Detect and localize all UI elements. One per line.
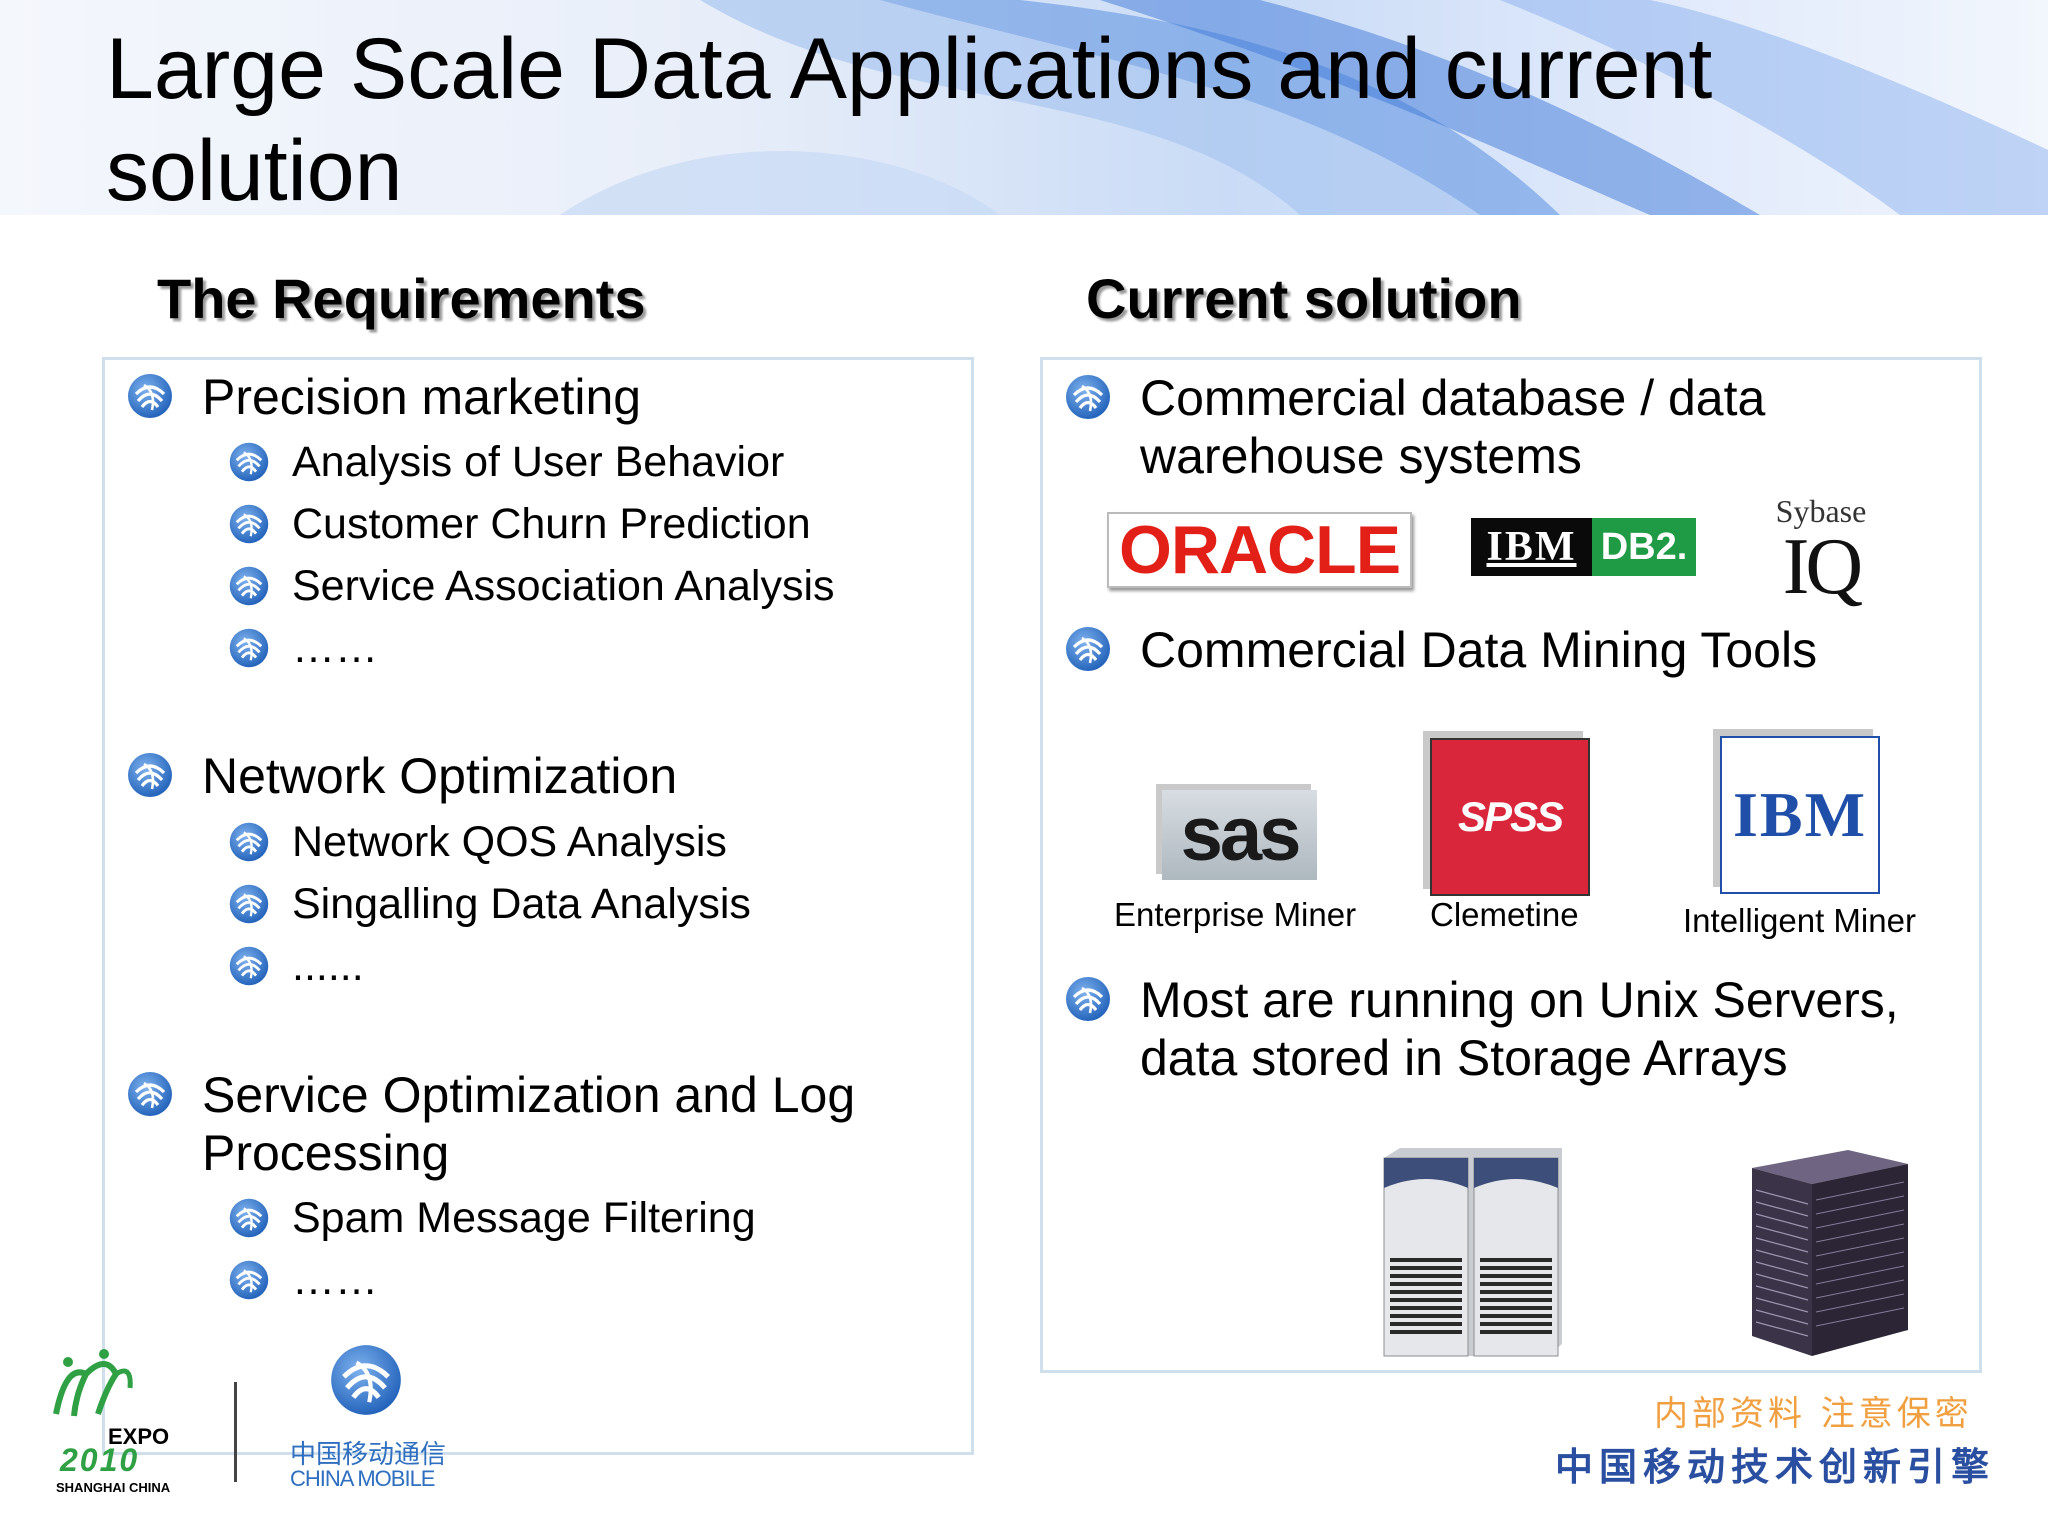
requirement-item: …… [228, 623, 378, 673]
requirement-item: Spam Message Filtering [228, 1193, 756, 1243]
requirement-item: Singalling Data Analysis [228, 879, 751, 929]
solution-point-commercial-database: Commercial database / data warehouse sys… [1064, 369, 1765, 485]
requirement-group-label-line: Processing [202, 1125, 450, 1181]
requirement-item-label: Spam Message Filtering [292, 1194, 756, 1242]
sybase-iq-logo: Sybase IQ [1766, 493, 1876, 611]
iq-logo-text: IQ [1782, 523, 1863, 611]
requirement-group-precision-marketing: Precision marketing [126, 368, 641, 426]
china-mobile-bullet-icon [126, 751, 174, 799]
china-mobile-bullet-icon [228, 821, 270, 863]
sybase-logo-text: Sybase [1775, 493, 1867, 529]
requirement-item-label: Service Association Analysis [292, 562, 835, 610]
ibm-logo-text: IBM [1733, 779, 1867, 850]
requirement-item: …… [228, 1255, 378, 1305]
requirement-group-network-optimization: Network Optimization [126, 747, 677, 805]
slide-title: Large Scale Data Applications and curren… [106, 21, 1713, 219]
oracle-logo-text: ORACLE [1118, 512, 1401, 588]
requirement-item: Service Association Analysis [228, 561, 835, 611]
requirement-item-label: Singalling Data Analysis [292, 880, 751, 928]
requirement-group-label-line: Service Optimization and Log [202, 1067, 856, 1123]
spss-logo: SPSS [1430, 738, 1590, 896]
china-mobile-english-name: CHINA MOBILE [290, 1466, 435, 1491]
footer-slogan: 中国移动技术创新引擎 [1555, 1445, 1996, 1489]
china-mobile-bullet-icon [1064, 625, 1112, 673]
requirement-group-label: Network Optimization [202, 748, 678, 804]
sas-logo-text: sas [1180, 792, 1302, 877]
requirement-item-label: Customer Churn Prediction [292, 500, 811, 548]
requirement-item-label: …… [292, 1256, 378, 1304]
ibm-logo-text: IBM [1486, 524, 1577, 570]
requirement-item-label: Network QOS Analysis [292, 818, 727, 866]
expo-city: SHANGHAI CHINA [56, 1480, 171, 1495]
sas-logo: sas [1162, 790, 1317, 880]
unix-server-image [1383, 1148, 1562, 1357]
china-mobile-bullet-icon [1064, 975, 1112, 1023]
oracle-logo: ORACLE [1107, 512, 1412, 588]
china-mobile-chinese-name: 中国移动通信 [290, 1440, 447, 1470]
china-mobile-bullet-icon [228, 565, 270, 607]
ibm-db2-logo: IBM DB2. [1471, 518, 1696, 576]
china-mobile-logo: 中国移动通信 CHINA MOBILE [284, 1342, 464, 1492]
china-mobile-bullet-icon [228, 1259, 270, 1301]
solution-point-label: Most are running on Unix Servers, data s… [1140, 971, 1899, 1087]
solution-point-label: Commercial database / data warehouse sys… [1140, 369, 1765, 485]
china-mobile-bullet-icon [126, 1070, 174, 1118]
china-mobile-logo-icon [328, 1342, 404, 1418]
requirement-item: Network QOS Analysis [228, 817, 727, 867]
solution-point-label: Commercial Data Mining Tools [1140, 622, 1818, 678]
db2-logo-text: DB2. [1600, 525, 1688, 568]
expo-mascot-icon [53, 1349, 133, 1417]
solution-point-label-line: Most are running on Unix Servers, [1140, 972, 1899, 1028]
requirement-item-label: Analysis of User Behavior [292, 438, 785, 486]
solution-point-unix-servers: Most are running on Unix Servers, data s… [1064, 971, 1899, 1087]
china-mobile-bullet-icon [228, 945, 270, 987]
solution-point-label-line: Commercial database / data [1140, 370, 1766, 426]
china-mobile-bullet-icon [1064, 373, 1112, 421]
requirement-group-label: Service Optimization and Log Processing [202, 1066, 855, 1182]
spss-logo-text: SPSS [1457, 793, 1564, 840]
china-mobile-bullet-icon [228, 627, 270, 669]
requirement-item: Analysis of User Behavior [228, 437, 784, 487]
confidential-stamp: 内部资料 注意保密 [1654, 1394, 1973, 1434]
ibm-intelligent-miner-logo: IBM [1720, 736, 1880, 894]
requirement-item-label: ...... [292, 942, 364, 990]
china-mobile-bullet-icon [228, 441, 270, 483]
solution-point-label-line: warehouse systems [1140, 428, 1582, 484]
expo-year: 2010 [60, 1442, 140, 1478]
china-mobile-bullet-icon [228, 503, 270, 545]
requirement-group-service-optimization: Service Optimization and Log Processing [126, 1066, 855, 1182]
tool-caption: Enterprise Miner [1114, 896, 1357, 933]
requirement-item: ...... [228, 941, 364, 991]
requirement-item-label: …… [292, 624, 378, 672]
china-mobile-bullet-icon [126, 372, 174, 420]
footer-divider [234, 1382, 237, 1482]
requirements-heading: The Requirements [157, 267, 646, 330]
storage-array-image [1752, 1150, 1908, 1356]
current-solution-heading: Current solution [1086, 267, 1522, 330]
china-mobile-bullet-icon [228, 883, 270, 925]
header-background [0, 0, 2048, 215]
tool-caption: Clemetine [1430, 896, 1579, 933]
requirement-group-label: Precision marketing [202, 369, 642, 425]
requirement-item: Customer Churn Prediction [228, 499, 811, 549]
expo-2010-logo: EXPO 2010 SHANGHAI CHINA [46, 1344, 186, 1496]
tool-caption: Intelligent Miner [1683, 902, 1916, 939]
solution-point-label-line: data stored in Storage Arrays [1140, 1030, 1788, 1086]
expo-text: EXPO [108, 1424, 170, 1449]
china-mobile-bullet-icon [228, 1197, 270, 1239]
solution-point-data-mining-tools: Commercial Data Mining Tools [1064, 621, 1817, 679]
